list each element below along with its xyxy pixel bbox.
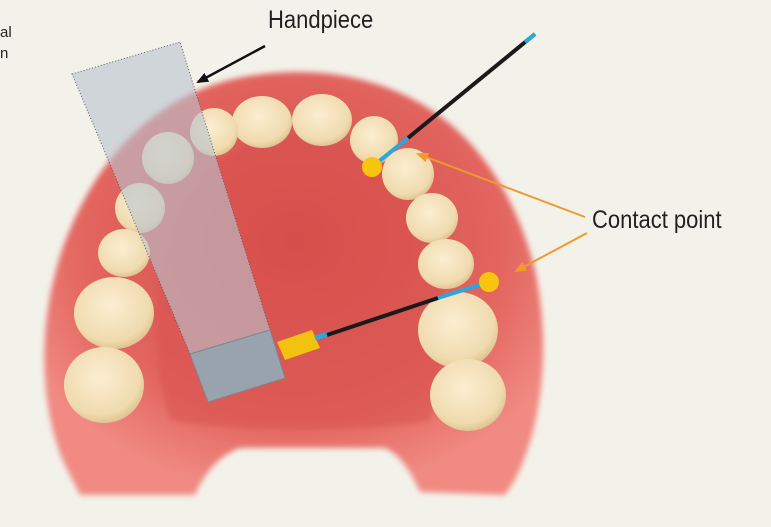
- tooth: [418, 292, 498, 368]
- contact-point-dot: [479, 272, 499, 292]
- tooth: [418, 239, 474, 289]
- tooth: [430, 359, 506, 431]
- clipped-text-line: al: [0, 24, 12, 41]
- tooth: [64, 347, 144, 423]
- tooth: [382, 148, 434, 200]
- tooth: [74, 277, 154, 349]
- contact-point-label: Contact point: [592, 206, 722, 235]
- tooth: [406, 193, 458, 243]
- handpiece-label: Handpiece: [268, 6, 373, 35]
- upper-file-shaft: [408, 34, 535, 138]
- tooth: [292, 94, 352, 146]
- upper-file-cap: [525, 34, 535, 42]
- tooth: [232, 96, 292, 148]
- clipped-text-line: n: [0, 45, 8, 62]
- contact-point-dot: [362, 157, 382, 177]
